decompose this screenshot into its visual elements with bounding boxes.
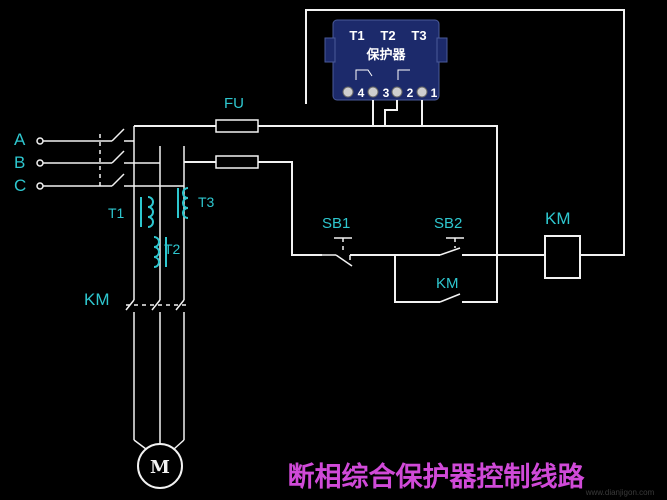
protector-input-t3: T3: [411, 28, 426, 43]
protector-outer-loop: [305, 9, 625, 256]
terminal-screw-icon: [367, 86, 379, 98]
ct-t1-label: T1: [108, 205, 125, 221]
main-switch: [96, 128, 184, 188]
ct-t2-label: T2: [164, 241, 181, 257]
fuse-2-icon: [215, 155, 259, 169]
sb2-button: [395, 237, 497, 256]
control-line-left: [258, 161, 322, 256]
terminal-3: 3: [383, 86, 390, 100]
km-hold-branch: [394, 255, 440, 303]
sb1-button: [322, 237, 395, 267]
km-hold-return: [462, 255, 498, 303]
terminal-4: 4: [358, 86, 365, 100]
terminal-screw-icon: [342, 86, 354, 98]
terminal-c-icon: [36, 182, 44, 190]
protector-input-t1: T1: [349, 28, 364, 43]
terminal-a-icon: [36, 137, 44, 145]
ct-t3-label: T3: [198, 194, 215, 210]
fuse-icon: [215, 119, 259, 133]
terminal-2: 2: [407, 86, 414, 100]
km-coil-label: KM: [545, 209, 571, 228]
protector-device: T1 T2 T3 保护器 4 3 2 1: [324, 19, 448, 101]
terminal-screw-icon: [391, 86, 403, 98]
km-coil-icon: [544, 235, 581, 279]
ct-t1: [140, 196, 154, 228]
ct-t3: [177, 187, 189, 219]
km-main-label: KM: [84, 290, 110, 309]
phase-a-label: A: [14, 130, 26, 149]
km-main-contacts: [125, 299, 186, 440]
protector-internal-contact: [355, 69, 373, 80]
terminal-b-icon: [36, 159, 44, 167]
phase-b-label: B: [14, 153, 25, 172]
km-hold-label: KM: [436, 275, 459, 292]
sb1-label: SB1: [322, 215, 350, 232]
watermark: www.dianjigon.com: [585, 488, 655, 497]
protector-internal-link: [397, 69, 410, 80]
terminal-1: 1: [431, 86, 438, 100]
protector-name: 保护器: [365, 47, 406, 62]
protector-input-t2: T2: [380, 28, 395, 43]
terminal-screw-icon: [416, 86, 428, 98]
diagram-title: 断相综合保护器控制线路: [288, 461, 586, 493]
protector-terminal-row: 4 3 2 1: [342, 86, 438, 100]
km-hold-contact: [439, 293, 461, 303]
terminal-2-wire: [384, 100, 398, 126]
motor-label: M: [150, 457, 170, 478]
sb2-label: SB2: [434, 215, 462, 232]
ct-t2: [153, 236, 167, 268]
fuse-label: FU: [224, 95, 244, 112]
phase-c-label: C: [14, 176, 26, 195]
